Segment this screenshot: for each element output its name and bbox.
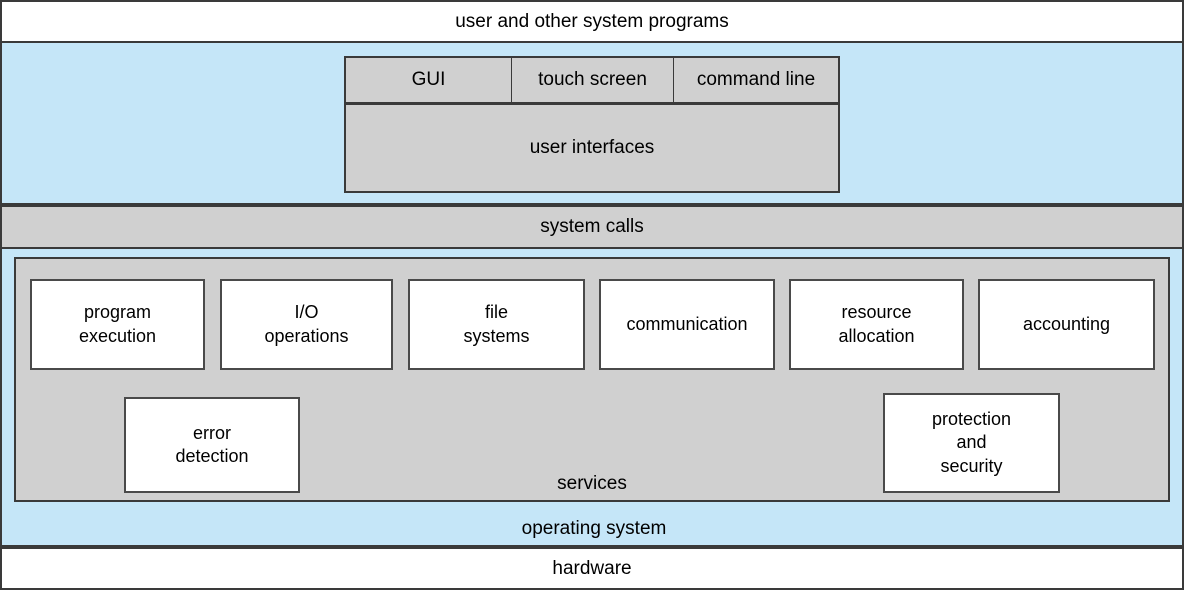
ui-cell-touch-screen: touch screen [511,56,674,104]
band-user-and-other-system-programs: user and other system programs [0,0,1184,43]
band-hardware: hardware [0,547,1184,590]
service-box-communication-label: communication [626,313,748,334]
service-box-resource-allocation: resource allocation [789,279,964,370]
service-box-resource-allocation-label: resource allocation [838,302,915,346]
ui-cell-gui: GUI [344,56,511,104]
ui-cell-user-interfaces-label: user interfaces [529,137,655,158]
service-box-communication: communication [599,279,775,370]
service-box-protection-and-security-label: protection and security [931,409,1012,476]
ui-cell-user-interfaces: user interfaces [344,104,840,193]
service-box-io-operations: I/O operations [220,279,393,370]
service-box-error-detection-label: error detection [175,422,249,466]
service-box-accounting-label: accounting [1022,313,1111,334]
service-box-error-detection: error detection [124,397,300,493]
service-box-program-execution: program execution [30,279,205,370]
service-box-io-operations-label: I/O operations [264,302,349,346]
ui-cell-gui-label: GUI [411,69,446,90]
band-hardware-label: hardware [552,557,632,579]
service-box-file-systems-label: file systems [463,302,530,346]
band-system-calls: system calls [0,205,1184,249]
ui-cell-command-line-label: command line [696,69,816,90]
band-system-calls-label: system calls [540,216,644,237]
services-panel-label: services [557,473,627,494]
service-box-program-execution-label: program execution [78,302,157,346]
ui-cell-touch-screen-label: touch screen [538,69,647,90]
band-user-programs-label: user and other system programs [455,10,729,32]
band-operating-system-label: operating system [521,518,667,539]
service-box-accounting: accounting [978,279,1155,370]
service-box-file-systems: file systems [408,279,585,370]
ui-cell-command-line: command line [674,56,840,104]
service-box-protection-and-security: protection and security [883,393,1060,493]
